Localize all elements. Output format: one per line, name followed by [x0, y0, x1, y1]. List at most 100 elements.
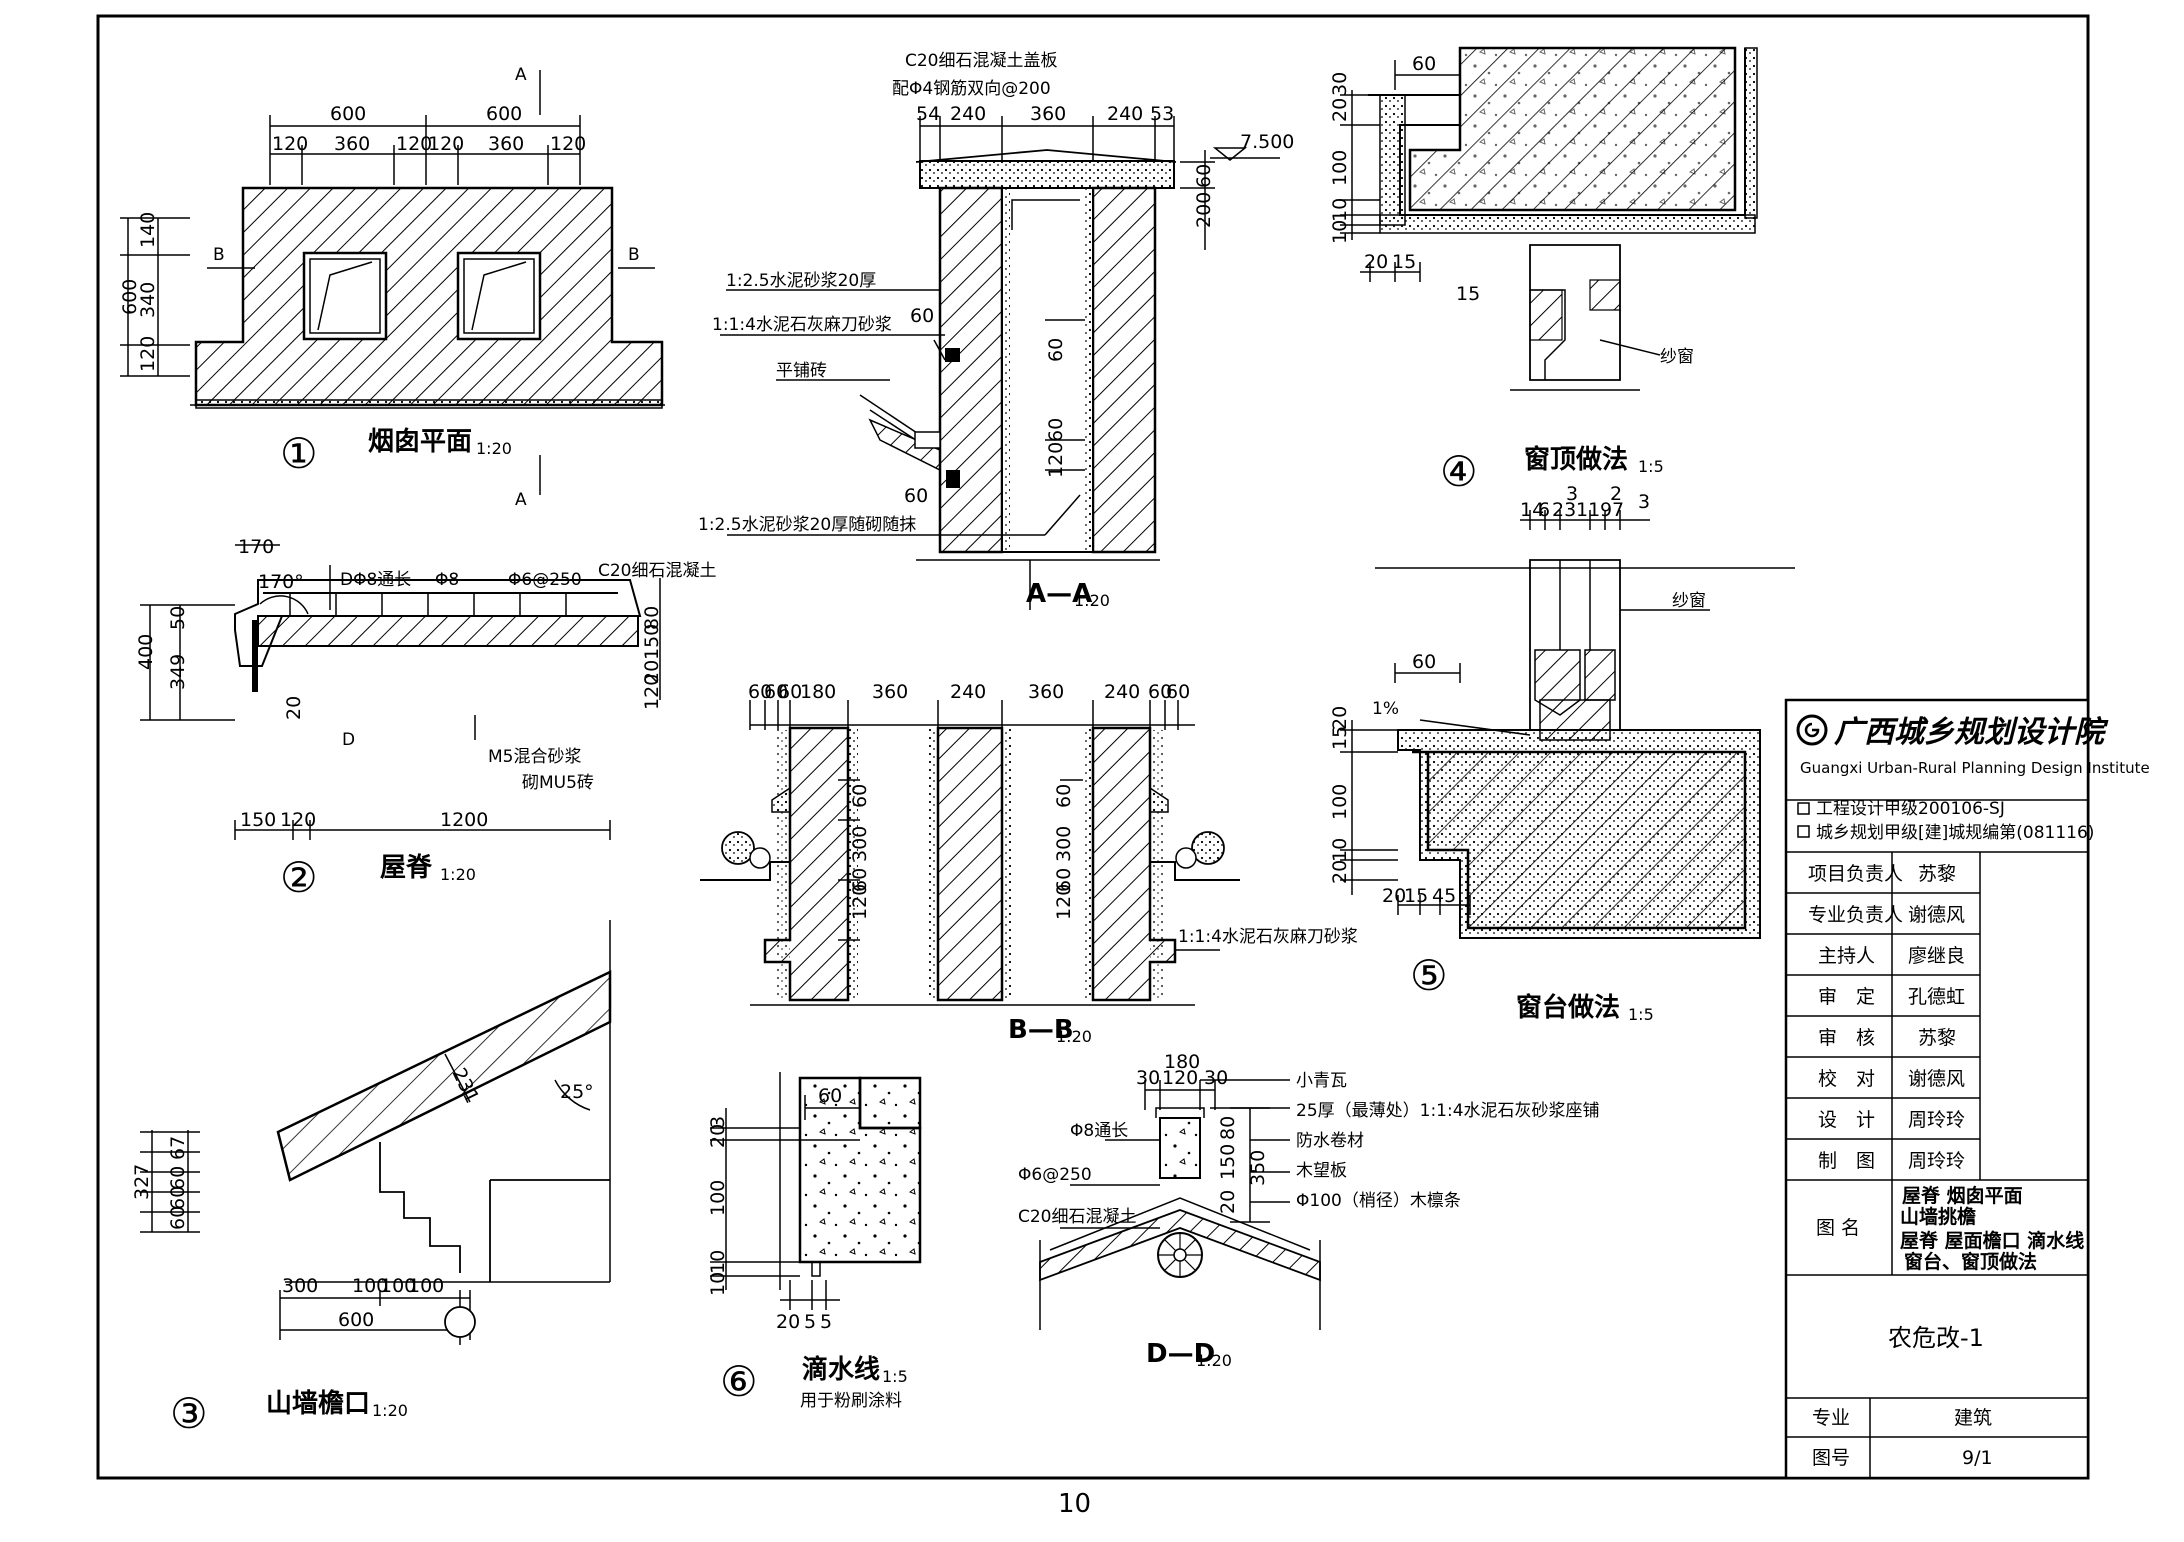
bb-dim-180: 180	[800, 681, 836, 703]
d2-dim-50: 50	[167, 606, 189, 630]
d3-dim-60a: 60	[167, 1206, 189, 1230]
d1-dim-140: 140	[137, 212, 159, 248]
qualification-2: 城乡规划甲级[建]城规编第(081116)	[1816, 823, 2094, 843]
tb-label-design: 设 计	[1818, 1109, 1875, 1131]
d5-dim-11: 11	[1576, 499, 1600, 521]
d1-mark-a-top: A	[515, 65, 527, 85]
tb-label-approve: 审 定	[1818, 986, 1875, 1008]
tb-label-project-lead: 项目负责人	[1808, 863, 1903, 885]
tb-value-check: 谢德风	[1908, 1068, 1965, 1090]
d3-dim-60b: 60	[167, 1186, 189, 1210]
title-block: 广西城乡规划设计院 Guangxi Urban-Rural Planning D…	[1784, 698, 2150, 1480]
tb-label-discipline-lead: 专业负责人	[1808, 904, 1903, 926]
bb-dim-60-l1: 60	[849, 784, 871, 808]
dd-layer-4: 木望板	[1296, 1161, 1347, 1181]
d4-dim-30: 30	[1329, 72, 1351, 96]
d5-dim-15b: 15	[1404, 885, 1428, 907]
d2-mark-d: D	[342, 730, 355, 750]
d1-mark-a-bottom: A	[515, 490, 527, 510]
d4-dim-15a: 15	[1392, 251, 1416, 273]
bb-dim-60a: 60	[748, 681, 772, 703]
d3-dim-600: 600	[338, 1309, 374, 1331]
d6-dim-5a: 5	[804, 1311, 816, 1333]
d2-title: 屋脊	[380, 853, 433, 883]
d1-dim-600a: 600	[330, 103, 366, 125]
bb-dim-360b: 360	[1028, 681, 1064, 703]
tb-label-drawing-name: 图 名	[1816, 1217, 1860, 1239]
d4-note-screen: 纱窗	[1660, 347, 1694, 367]
tb-value-design: 周玲玲	[1908, 1109, 1965, 1131]
d5-dim-7: 7	[1612, 499, 1624, 521]
d2-dim-349: 349	[167, 654, 189, 690]
aa-dim-54: 54	[916, 103, 940, 125]
d6-number: ⑥	[720, 1357, 758, 1406]
d5-dim-100: 100	[1329, 784, 1351, 820]
d5-dim-2: 2	[1610, 483, 1622, 505]
d4-dim-100: 100	[1329, 150, 1351, 186]
dd-dim-20: 20	[1217, 1190, 1239, 1214]
bb-dim-60-r2: 60	[1053, 868, 1075, 892]
tb-label-sheet: 图号	[1812, 1447, 1850, 1469]
d2-rebar-d8: DΦ8通长	[340, 570, 411, 590]
d5-dim-9: 9	[1600, 499, 1612, 521]
dd-title: D—D	[1146, 1339, 1215, 1369]
d4-dim-10a: 10	[1329, 198, 1351, 222]
d4-dim-20b: 20	[1364, 251, 1388, 273]
tb-drawing-name-3: 屋脊 屋面檐口 滴水线	[1900, 1229, 2084, 1252]
d1-dim-120b: 120	[396, 133, 432, 155]
d2-note-c20: C20细石混凝土	[598, 561, 717, 581]
d5-dim-10: 10	[1329, 838, 1351, 862]
tb-value-review: 苏黎	[1918, 1027, 1956, 1049]
d1-dim-600b: 600	[486, 103, 522, 125]
dd-dim-120: 120	[1162, 1067, 1198, 1089]
aa-note-brick: 平铺砖	[776, 361, 827, 381]
d2-dim-20a: 20	[641, 660, 663, 684]
aa-dim-60c: 60	[1045, 418, 1067, 442]
tb-label-draft: 制 图	[1818, 1150, 1875, 1172]
d6-dim-10b: 10	[707, 1272, 729, 1296]
d3-dim-67: 67	[167, 1136, 189, 1160]
aa-dim-240a: 240	[950, 103, 986, 125]
d5-dim-3b: 3	[1638, 491, 1650, 513]
d2-dim-1200: 1200	[440, 809, 488, 831]
d2-rebar-8: Φ8	[435, 570, 459, 590]
tb-label-discipline: 专业	[1812, 1407, 1850, 1429]
aa-dim-60d: 60	[910, 305, 934, 327]
tb-value-approve: 孔德虹	[1908, 986, 1965, 1008]
d6-note: 用于粉刷涂料	[800, 1391, 902, 1411]
tb-drawing-name-2: 山墙挑檐	[1900, 1205, 1976, 1228]
d5-dim-6: 6	[1538, 499, 1550, 521]
aa-note-slab: C20细石混凝土盖板	[905, 51, 1058, 71]
d2-number: ②	[280, 853, 318, 902]
institute-logo-icon	[1796, 714, 1828, 746]
d4-number: ④	[1440, 447, 1478, 496]
d3-scale: 1:20	[372, 1401, 408, 1420]
bb-dim-240b: 240	[1104, 681, 1140, 703]
dd-dim-30b: 30	[1204, 1067, 1228, 1089]
aa-title: A—A	[1026, 579, 1092, 609]
d3-dim-300: 300	[282, 1275, 318, 1297]
tb-label-review: 审 核	[1818, 1027, 1875, 1049]
d4-dim-10b: 10	[1329, 220, 1351, 244]
d3-dim-25deg: 25°	[560, 1081, 594, 1103]
d4-dim-15b: 15	[1456, 283, 1480, 305]
bb-dim-240a: 240	[950, 681, 986, 703]
d2-dim-80: 80	[641, 606, 663, 630]
d1-dim-120a: 120	[272, 133, 308, 155]
d5-dim-3a: 3	[1566, 483, 1578, 505]
tb-drawing-name-4: 窗台、窗顶做法	[1904, 1250, 2037, 1273]
aa-note-rebar: 配Φ4钢筋双向@200	[892, 79, 1051, 99]
d4-dim-20: 20	[1329, 98, 1351, 122]
aa-dim-120: 120	[1045, 442, 1067, 478]
d3-number: ③	[170, 1389, 208, 1438]
bb-title: B—B	[1008, 1015, 1074, 1045]
d5-slope: 1%	[1372, 699, 1399, 719]
d6-dim-20b: 20	[776, 1311, 800, 1333]
detail-2-ridge: 170 170° 400 50 349 120 150 80 20 20 150…	[135, 536, 717, 902]
dd-layer-2: 25厚（最薄处）1:1:4水泥石灰砂浆座铺	[1296, 1101, 1600, 1121]
d2-rebar-6: Φ6@250	[508, 570, 582, 590]
bb-dim-60d: 60	[1148, 681, 1172, 703]
d3-dim-100c: 100	[408, 1275, 444, 1297]
aa-dim-60e: 60	[904, 485, 928, 507]
